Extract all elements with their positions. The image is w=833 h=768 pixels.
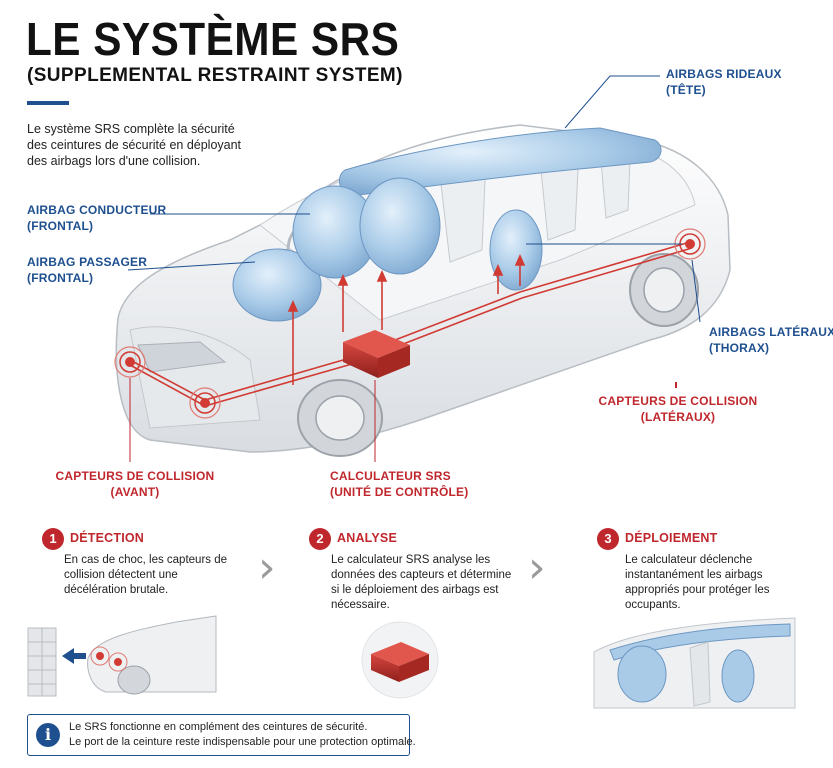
driver-airbag-secondary [359,177,441,275]
title-underline [27,101,69,105]
label-ecu-sub: (UNITÉ DE CONTRÔLE) [330,485,469,499]
label-front-sensors-sub: (AVANT) [110,485,160,499]
step-2-title: ANALYSE [337,531,397,545]
deployment-arrows [287,254,526,385]
step-2-illustration [361,621,439,699]
step-1-title: DÉTECTION [70,531,145,545]
label-passenger-airbag: AIRBAG PASSAGER (FRONTAL) [27,254,147,286]
impact-arrow-icon [62,648,86,664]
label-front-sensors: CAPTEURS DE COLLISION (AVANT) [55,468,215,500]
step-1-text: En cas de choc, les capteurs de collisio… [64,554,228,596]
page-subtitle: (SUPPLEMENTAL RESTRAINT SYSTEM) [27,65,403,86]
info-line-1: Le SRS fonctionne en complément des cein… [69,721,368,733]
step-1-number: 1 [42,528,64,550]
intro-text: Le système SRS complète la sécurité des … [27,122,242,168]
chevron-right-icon: › [258,542,276,593]
label-side-sensors: CAPTEURS DE COLLISION (LATÉRAUX) [598,393,758,425]
step-3-text: Le calculateur déclenche instantanément … [625,554,770,611]
label-passenger-sub: (FRONTAL) [27,271,94,285]
label-ecu-title: CALCULATEUR SRS [330,469,451,483]
label-side-airbags: AIRBAGS LATÉRAUX (THORAX) [709,324,833,356]
step-3-illustration [593,617,796,709]
label-side-sensors-title: CAPTEURS DE COLLISION [598,394,758,408]
label-driver-airbag: AIRBAG CONDUCTEUR (FRONTAL) [27,202,166,234]
passenger-airbag [232,248,322,322]
label-ecu: CALCULATEUR SRS (UNITÉ DE CONTRÔLE) [330,468,468,500]
label-driver-sub: (FRONTAL) [27,219,94,233]
side-airbag [489,209,543,291]
info-line-2: Le port de la ceinture reste indispensab… [69,736,416,748]
step-3-title: DÉPLOIEMENT [625,531,718,545]
srs-ecu [343,330,410,378]
page-title: LE SYSTÈME SRS [26,13,400,65]
label-curtain-title: AIRBAGS RIDEAUX [666,67,782,81]
label-side-sensors-sub: (LATÉRAUX) [640,410,716,424]
front-sensor-left [114,346,146,378]
leader-lines [127,75,701,462]
label-side-title: AIRBAGS LATÉRAUX [709,325,833,339]
step-2-text: Le calculateur SRS analyse les données d… [331,554,512,611]
front-sensor-right [189,387,221,419]
car-diagram [114,75,731,462]
ecu-icon [371,642,429,682]
step-2-number: 2 [309,528,331,550]
label-front-sensors-title: CAPTEURS DE COLLISION [55,469,215,483]
info-icon: i [36,723,60,747]
label-driver-title: AIRBAG CONDUCTEUR [27,203,167,217]
info-box: i Le SRS fonctionne en complément des ce… [27,714,416,756]
step-3-number: 3 [597,528,619,550]
label-curtain-airbags: AIRBAGS RIDEAUX (TÊTE) [666,66,782,98]
label-curtain-sub: (TÊTE) [666,83,706,97]
step-1-illustration [27,615,217,697]
label-passenger-title: AIRBAG PASSAGER [27,255,148,269]
crash-wall [27,627,57,697]
label-side-sub: (THORAX) [709,341,770,355]
chevron-right-icon-2: › [528,542,546,593]
